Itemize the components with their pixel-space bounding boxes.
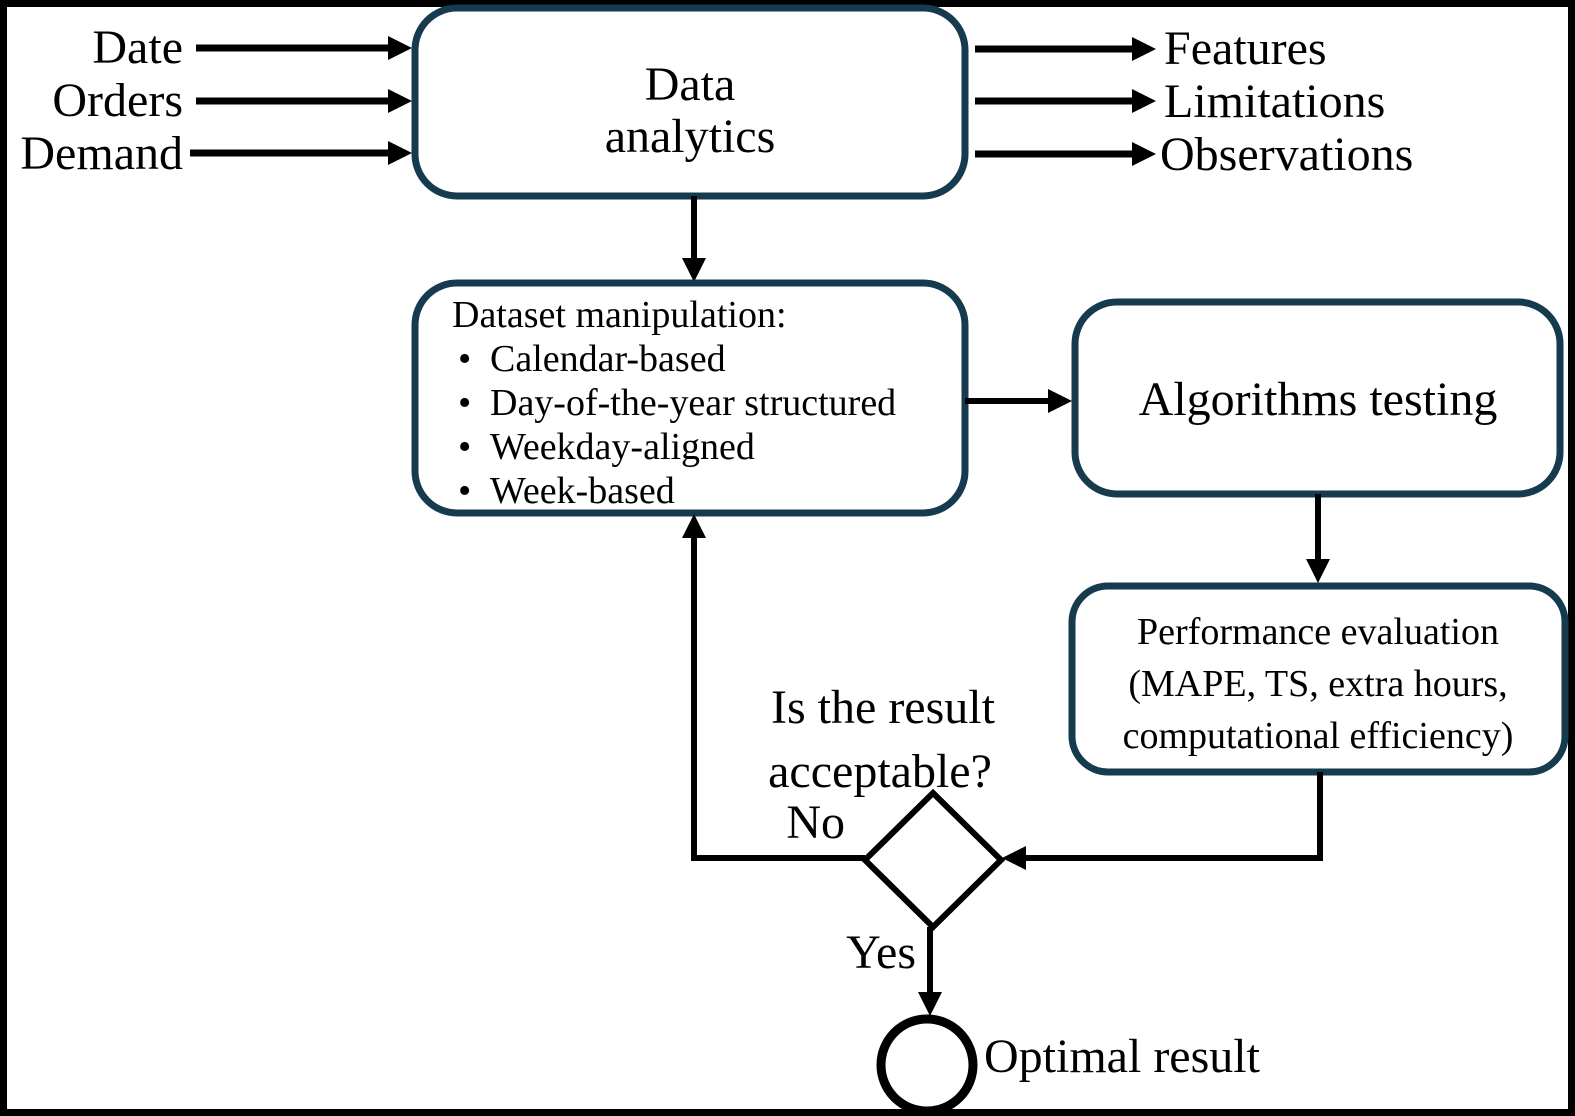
arrow-head-limitations [1132, 89, 1156, 113]
node-performance-evaluation-line2: (MAPE, TS, extra hours, [1128, 663, 1507, 705]
node-dataset-manipulation-title: Dataset manipulation: [452, 294, 787, 336]
decision-diamond [860, 788, 1006, 932]
edge-label-no: No [786, 796, 845, 849]
bullet-icon: • [458, 426, 471, 468]
arrow-head-demand [388, 141, 412, 165]
arrow-head-orders [388, 89, 412, 113]
node-performance-evaluation-line1: Performance evaluation [1137, 611, 1499, 653]
output-label-limitations: Limitations [1164, 75, 1385, 128]
arrow-head-no-loop [682, 514, 706, 538]
arrow-head-observations [1132, 142, 1156, 166]
output-label-observations: Observations [1160, 128, 1413, 181]
node-data-analytics-label-line1: Data [645, 58, 736, 111]
optimal-result-circle [876, 1014, 978, 1116]
edge-label-yes: Yes [846, 926, 916, 979]
arrow-line-no-loop [691, 534, 865, 861]
bullet-icon: • [458, 338, 471, 380]
decision-question-line1: Is the result [771, 681, 996, 734]
arrow-head-date [388, 36, 412, 60]
bullet-icon: • [458, 470, 471, 512]
node-performance-evaluation-line3: computational efficiency) [1123, 715, 1514, 757]
decision-question-line2: acceptable? [768, 745, 992, 798]
arrow-head-algorithms-to-performance [1306, 559, 1330, 583]
input-label-demand: Demand [20, 127, 183, 180]
arrow-head-dataset-to-algorithms [1048, 389, 1072, 413]
bullet-item-calendar-based: Calendar-based [490, 338, 726, 380]
arrow-head-features [1132, 37, 1156, 61]
bullet-icon: • [458, 382, 471, 424]
node-data-analytics [411, 4, 969, 200]
arrow-head-yes [918, 992, 942, 1016]
bullet-item-weekday-aligned: Weekday-aligned [490, 426, 755, 468]
arrow-head-performance-to-decision [1002, 846, 1026, 870]
arrow-head-analytics-to-dataset [682, 258, 706, 282]
bullet-item-day-of-the-year: Day-of-the-year structured [490, 382, 896, 424]
input-label-date: Date [92, 21, 183, 74]
node-algorithms-testing-label: Algorithms testing [1139, 373, 1498, 426]
output-label-features: Features [1164, 22, 1327, 75]
input-label-orders: Orders [52, 74, 183, 127]
arrow-line-performance-to-decision [1024, 772, 1323, 861]
bullet-item-week-based: Week-based [490, 470, 675, 512]
node-data-analytics-label-line2: analytics [605, 110, 776, 163]
optimal-result-label: Optimal result [984, 1030, 1261, 1083]
